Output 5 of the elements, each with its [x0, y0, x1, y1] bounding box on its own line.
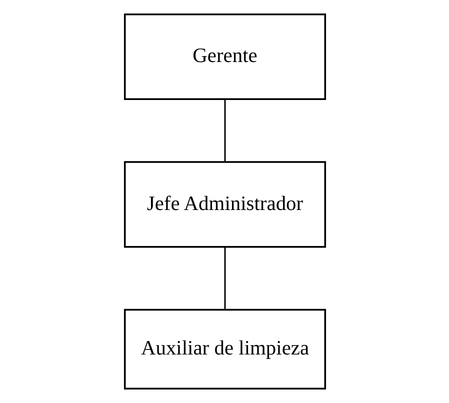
connector [224, 247, 226, 310]
node-box: Gerente [123, 13, 326, 100]
connector [224, 99, 226, 162]
node-box: Jefe Administrador [123, 161, 326, 248]
node-box: Auxiliar de limpieza [123, 308, 326, 390]
